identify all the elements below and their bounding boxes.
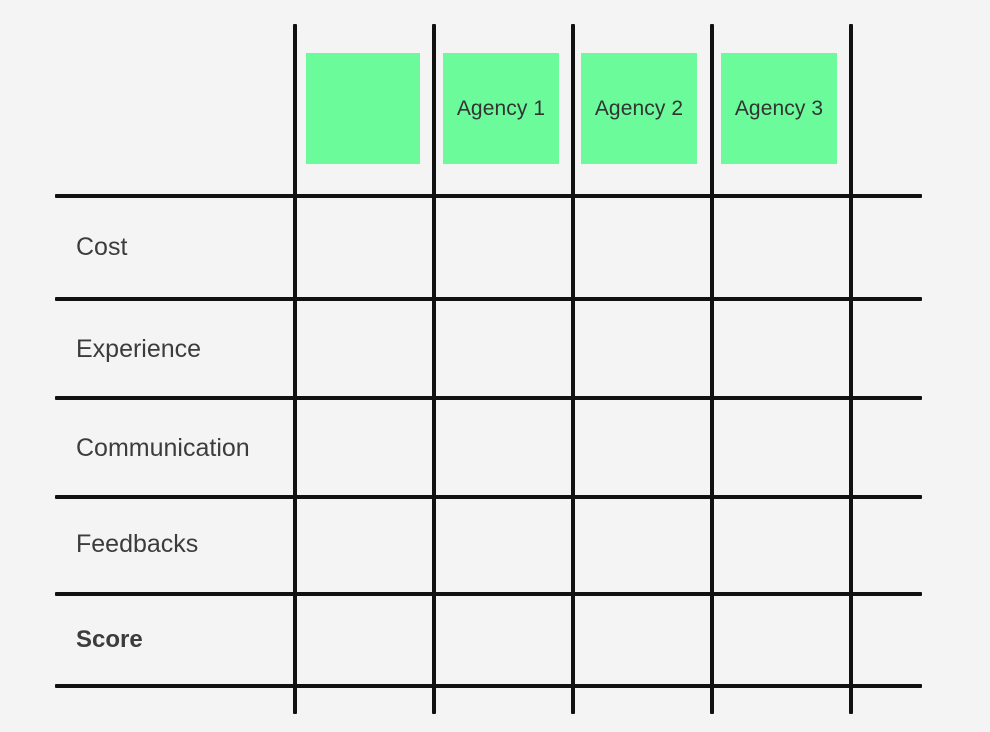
cell-cost-col1[interactable] [297,198,432,297]
header-card-agency-2-label: Agency 2 [594,97,684,120]
header-card-blank[interactable] [306,53,420,164]
row-label-cost: Cost [76,233,128,261]
header-card-agency-1[interactable]: Agency 1 [443,53,559,164]
grid-vline-5 [849,24,853,714]
cell-communication-agency-3[interactable] [714,400,849,495]
cell-score-agency-2[interactable] [575,596,710,684]
cell-experience-col1[interactable] [297,301,432,396]
row-label-feedbacks: Feedbacks [76,530,199,558]
cell-score-agency-3[interactable] [714,596,849,684]
cell-feedbacks-col1[interactable] [297,499,432,592]
grid-hline-5 [55,684,922,688]
row-label-experience: Experience [76,335,202,363]
cell-score-agency-1[interactable] [436,596,571,684]
row-label-score: Score [76,626,143,653]
cell-cost-agency-1[interactable] [436,198,571,297]
row-label-communication: Communication [76,434,250,462]
cell-communication-agency-2[interactable] [575,400,710,495]
header-card-agency-3[interactable]: Agency 3 [721,53,837,164]
grid-hline-header [55,194,922,198]
grid-hline-2 [55,396,922,400]
grid-hline-1 [55,297,922,301]
grid-vline-1 [293,24,297,714]
grid-hline-4 [55,592,922,596]
header-card-agency-1-label: Agency 1 [456,97,546,120]
header-card-agency-3-label: Agency 3 [734,97,824,120]
grid-hline-3 [55,495,922,499]
cell-cost-agency-2[interactable] [575,198,710,297]
cell-communication-col1[interactable] [297,400,432,495]
grid-vline-2 [432,24,436,714]
grid-vline-4 [710,24,714,714]
cell-cost-agency-3[interactable] [714,198,849,297]
cell-experience-agency-2[interactable] [575,301,710,396]
cell-feedbacks-agency-3[interactable] [714,499,849,592]
header-card-agency-2[interactable]: Agency 2 [581,53,697,164]
cell-feedbacks-agency-1[interactable] [436,499,571,592]
cell-experience-agency-1[interactable] [436,301,571,396]
cell-communication-agency-1[interactable] [436,400,571,495]
grid-vline-3 [571,24,575,714]
cell-feedbacks-agency-2[interactable] [575,499,710,592]
cell-experience-agency-3[interactable] [714,301,849,396]
cell-score-col1[interactable] [297,596,432,684]
